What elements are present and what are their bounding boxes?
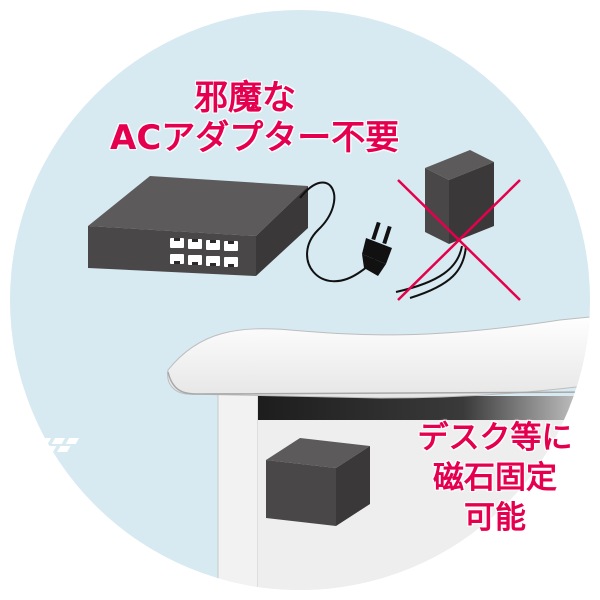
caption-line: ACアダプター不要	[110, 118, 400, 158]
cross-mark-icon	[397, 179, 521, 301]
ethernet-ports	[170, 238, 238, 267]
caption-line: 可能	[464, 500, 526, 536]
network-switch-icon	[88, 176, 308, 276]
caption-line: 邪魔な	[194, 78, 296, 118]
magnet-mount-caption: デスク等に 磁石固定 可能	[400, 418, 590, 538]
caption-line: デスク等に	[417, 420, 573, 456]
mounted-switch-icon	[15, 438, 370, 526]
usb-plug-icon	[362, 221, 392, 276]
no-adapter-caption: 邪魔な ACアダプター不要	[110, 78, 400, 158]
caption-line: 磁石固定	[433, 460, 557, 496]
